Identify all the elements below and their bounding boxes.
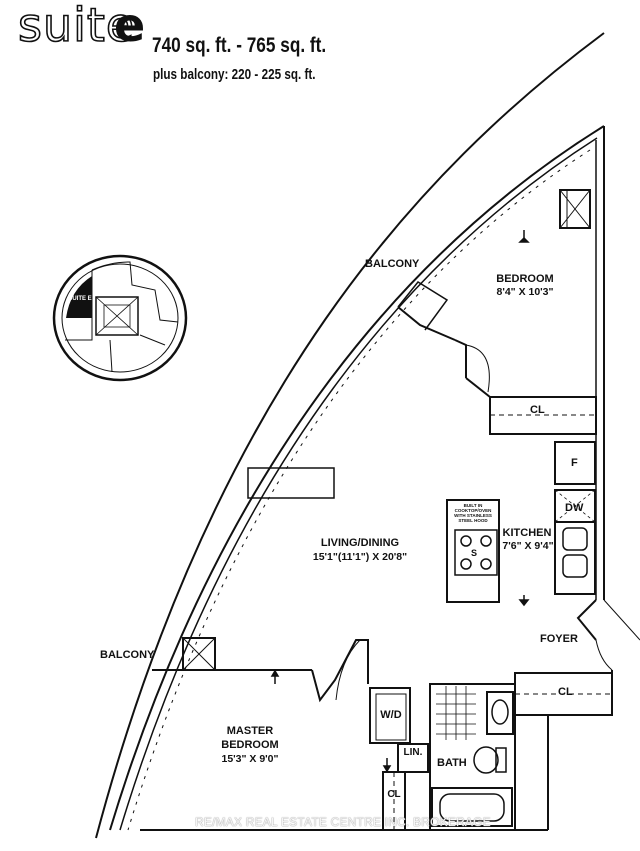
living-dimensions: 15'1"(11'1") X 20'8" xyxy=(312,551,408,563)
toilet xyxy=(473,746,499,774)
key-plan-label: SUITE E xyxy=(68,296,92,302)
bathtub xyxy=(431,787,513,827)
foyer-wall xyxy=(576,599,597,641)
island-note: BUILT IN COOKTOP/OVEN WITH STAINLESS STE… xyxy=(454,503,492,523)
foyer-closet-label: CL xyxy=(558,686,573,698)
exterior-wall-curve xyxy=(109,125,605,831)
dishwasher-label: DW xyxy=(565,502,584,514)
fridge-label: F xyxy=(571,457,578,469)
washer-dryer-label: W/D xyxy=(380,709,402,721)
living-glazing-block xyxy=(247,467,335,499)
master-closet-label: CL xyxy=(387,789,401,800)
foyer-label: FOYER xyxy=(540,633,578,645)
suite-word: suite xyxy=(17,0,136,52)
mech-shaft-top xyxy=(559,189,591,229)
kitchen-island xyxy=(446,499,500,603)
suite-letter: e xyxy=(114,0,146,52)
linen-closet xyxy=(397,743,429,773)
master-name: MASTER xyxy=(226,725,274,737)
washer-dryer-closet xyxy=(369,687,411,744)
sink-counter xyxy=(554,521,596,595)
bath-vanity xyxy=(486,691,514,735)
bath-label: BATH xyxy=(437,757,467,769)
kitchen-name: KITCHEN xyxy=(502,527,552,539)
mech-shaft-master xyxy=(182,637,216,671)
stove-label: S xyxy=(471,548,478,558)
master-name-2: BEDROOM xyxy=(221,739,279,751)
master-dimensions: 15'3" X 9'0" xyxy=(221,753,279,765)
brokerage-watermark: RE/MAX REAL ESTATE CENTRE INC. BROKERAGE xyxy=(195,815,491,829)
fridge-box xyxy=(554,441,596,485)
linen-label: LIN. xyxy=(403,747,423,758)
balcony-area: plus balcony: 220 - 225 sq. ft. xyxy=(153,66,316,83)
balcony-top-label: BALCONY xyxy=(365,258,420,270)
bathroom xyxy=(429,683,516,831)
bedroom-name: BEDROOM xyxy=(496,273,554,285)
living-name: LIVING/DINING xyxy=(320,537,400,549)
bedroom-dimensions: 8'4" X 10'3" xyxy=(496,286,554,298)
key-plan xyxy=(52,254,188,382)
suite-area: 740 sq. ft. - 765 sq. ft. xyxy=(152,34,327,57)
bedroom-closet-label: CL xyxy=(530,404,545,416)
balcony-outer-edge xyxy=(95,32,605,839)
balcony-left-label: BALCONY xyxy=(100,649,155,661)
key-plan-highlight xyxy=(66,276,92,318)
kitchen-dimensions: 7'6" X 9'4" xyxy=(502,540,554,552)
